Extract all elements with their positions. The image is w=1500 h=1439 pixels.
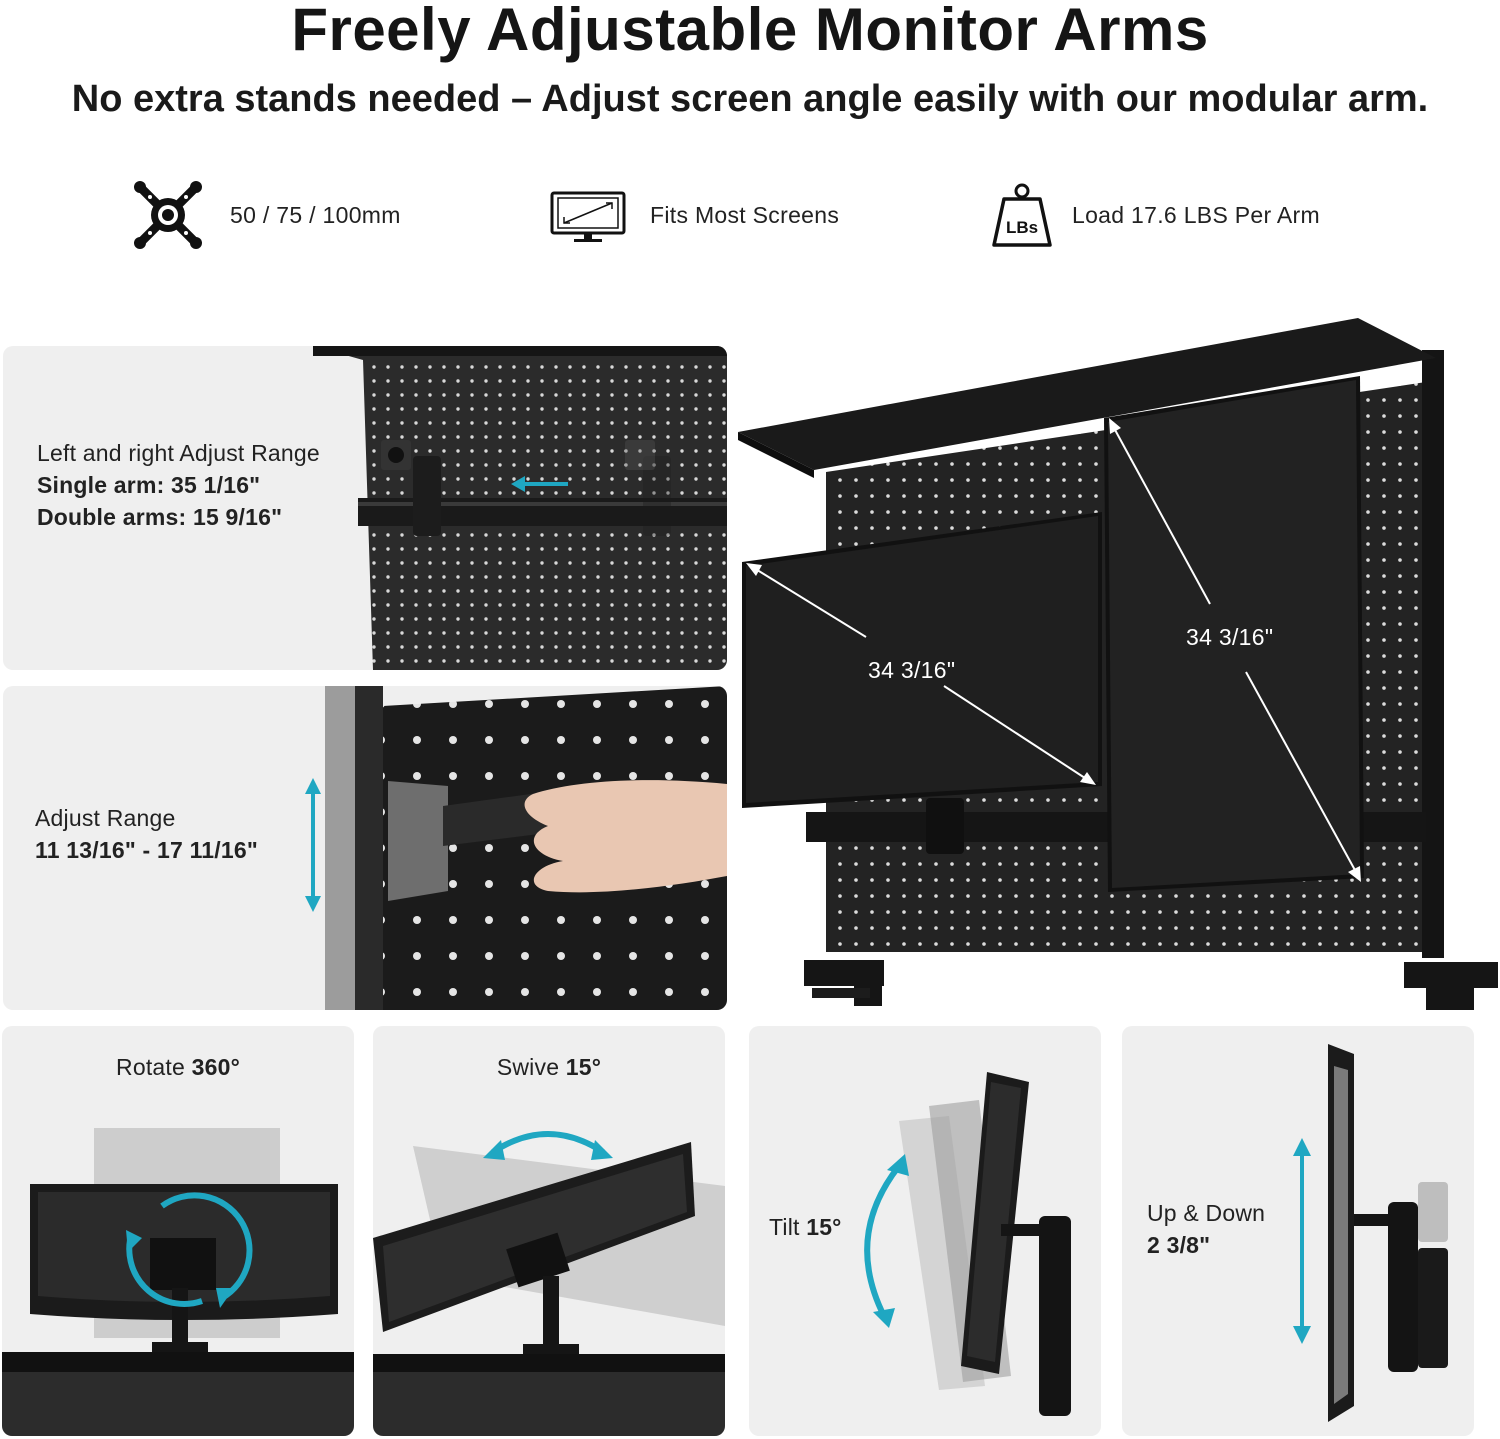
left-right-range-heading: Left and right Adjust Range <box>37 440 320 466</box>
tilt-value: 15° <box>806 1214 842 1240</box>
feature-vesa-label: 50 / 75 / 100mm <box>230 201 401 228</box>
weight-lbs-icon: LBs <box>982 175 1062 255</box>
up-down-label: Up & Down <box>1147 1200 1266 1226</box>
rotate-illustration <box>2 1128 354 1436</box>
right-monitor-dimension: 34 3/16" <box>1186 624 1274 650</box>
feature-load-label: Load 17.6 LBS Per Arm <box>1072 201 1320 228</box>
up-down-illustration <box>1293 1044 1448 1422</box>
rotate-caption: Rotate 360° <box>116 1054 240 1080</box>
up-down-caption: Up & Down 2 3/8" <box>1147 1197 1265 1261</box>
page-title: Freely Adjustable Monitor Arms <box>291 0 1209 63</box>
panel-up-down: Up & Down 2 3/8" <box>1122 1026 1474 1436</box>
left-right-range-text: Left and right Adjust Range Single arm: … <box>37 437 320 533</box>
vesa-mount-icon <box>128 175 208 255</box>
panel-tilt: Tilt 15° <box>749 1026 1101 1436</box>
panel-height-range: Adjust Range 11 13/16" - 17 11/16" <box>3 686 727 1010</box>
pegboard-illustration <box>313 346 727 670</box>
feature-vesa: 50 / 75 / 100mm <box>128 175 401 255</box>
swivel-caption: Swive 15° <box>496 1054 602 1080</box>
bracket-illustration <box>305 686 727 1010</box>
tilt-illustration <box>864 1072 1071 1416</box>
height-range-heading: Adjust Range <box>35 805 176 831</box>
panel-swivel: Swive 15° <box>373 1026 725 1436</box>
double-arms-range: Double arms: 15 9/16" <box>37 504 283 530</box>
single-arm-range: Single arm: 35 1/16" <box>37 472 261 498</box>
feature-screens-label: Fits Most Screens <box>650 201 840 228</box>
panel-left-right-range: Left and right Adjust Range Single arm: … <box>3 346 727 670</box>
up-down-value: 2 3/8" <box>1147 1232 1211 1258</box>
tilt-caption: Tilt 15° <box>769 1214 842 1240</box>
panel-rotate: Rotate 360° <box>2 1026 354 1436</box>
swivel-illustration <box>373 1131 725 1436</box>
weight-icon-text: LBs <box>1006 218 1038 237</box>
monitor-screen-icon <box>548 175 628 255</box>
left-monitor-dimension: 34 3/16" <box>868 657 956 683</box>
feature-screens: Fits Most Screens <box>548 175 839 255</box>
main-product-illustration: 34 3/16" 34 3/16" <box>736 312 1500 1028</box>
feature-load: LBs Load 17.6 LBS Per Arm <box>982 175 1320 255</box>
page-subtitle: No extra stands needed – Adjust screen a… <box>71 78 1429 120</box>
rotate-value: 360° <box>191 1054 240 1080</box>
height-range-text: Adjust Range 11 13/16" - 17 11/16" <box>35 802 258 866</box>
height-range-value: 11 13/16" - 17 11/16" <box>35 837 258 863</box>
swivel-value: 15° <box>565 1054 602 1080</box>
